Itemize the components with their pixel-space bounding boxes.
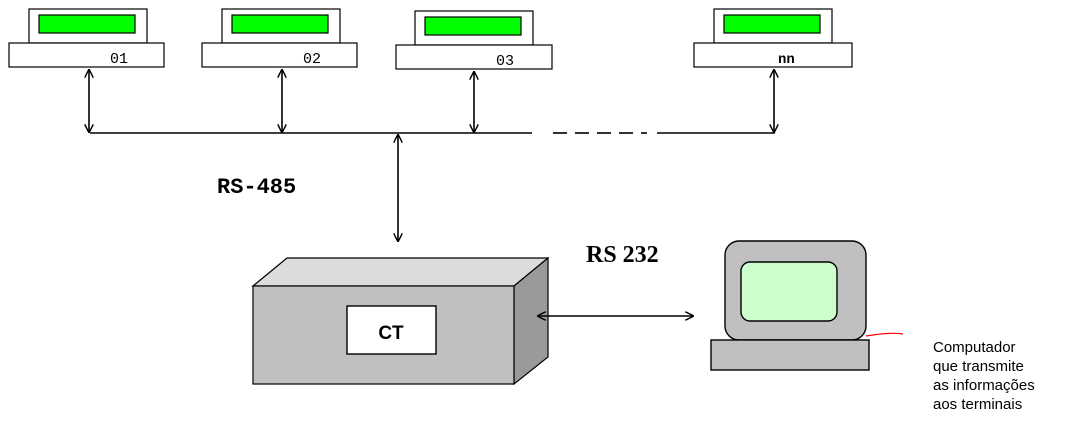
caption-line: Computador [933,339,1016,356]
rs485-label: RS-485 [217,175,296,200]
monitor-screen [740,261,838,322]
computer [710,240,870,371]
rs232-label: RS 232 [586,242,659,268]
terminal-display [231,14,329,34]
ct-box-top [251,257,550,287]
terminal-display [723,14,821,34]
ct-controller-box: CT [251,256,550,386]
terminal-base [693,42,853,68]
ct-label-panel [346,305,437,355]
computer-base [710,339,870,371]
terminal-id: 01 [110,51,128,68]
terminal-02: 02 [201,8,358,68]
computer-caption: Computador que transmite as informações … [933,339,1039,413]
caption-line: as informações [933,377,1035,394]
terminal-id: 02 [303,51,321,68]
ct-label: CT [378,323,404,344]
terminal-display [38,14,136,34]
caption-line: aos terminais [933,396,1022,413]
annotation-pointer [865,332,904,337]
terminal-id: nn [778,52,795,68]
terminal-id: 03 [496,53,514,70]
terminal-01: 01 [8,8,165,68]
terminal-03: 03 [395,10,553,70]
terminal-base [395,44,553,70]
terminal-display [424,16,522,36]
terminal-base [8,42,165,68]
terminal-base [201,42,358,68]
caption-line: que transmite [933,358,1024,375]
terminal-nn: nn [693,8,853,68]
